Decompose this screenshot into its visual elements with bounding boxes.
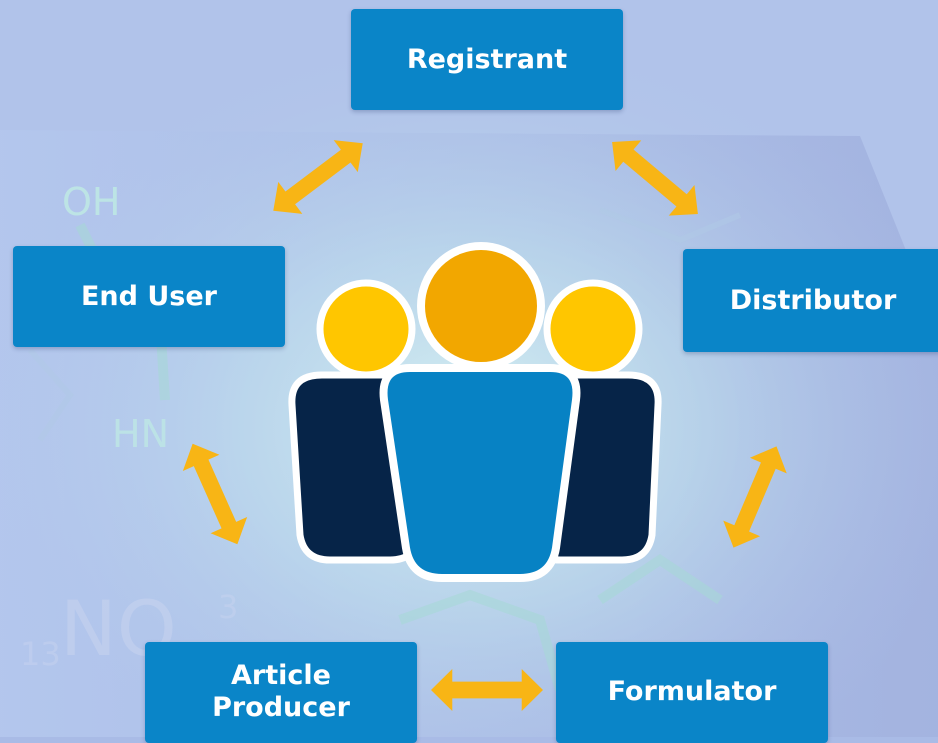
bg-label-subscript-3: 3 <box>218 588 238 626</box>
node-end-user: End User <box>13 246 285 347</box>
bg-label-hn: HN <box>112 412 169 456</box>
node-distributor-label: Distributor <box>729 284 897 316</box>
node-article-producer-label-line1: Article <box>231 660 331 691</box>
node-article-producer: Article Producer <box>145 642 417 743</box>
node-article-producer-label-line2: Producer <box>212 692 350 723</box>
node-registrant: Registrant <box>351 9 623 110</box>
node-distributor: Distributor <box>683 249 938 352</box>
node-registrant-label: Registrant <box>406 43 568 75</box>
node-formulator-label: Formulator <box>607 676 777 707</box>
node-formulator: Formulator <box>556 642 828 743</box>
bg-label-oh: OH <box>62 180 120 224</box>
bg-label-subscript-13: 13 <box>20 635 61 673</box>
node-end-user-label: End User <box>80 280 217 312</box>
